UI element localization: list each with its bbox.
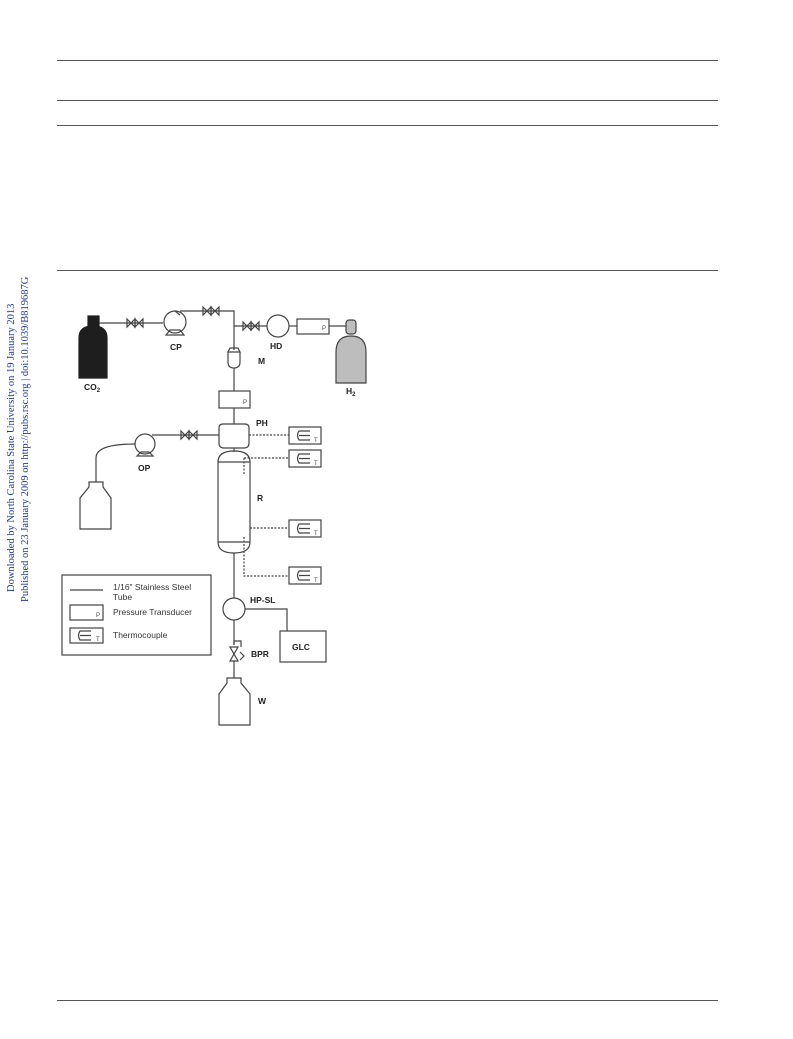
figure-top-rule [57,270,718,271]
mixer-m [227,347,241,369]
legend-thermocouple-label: Thermocouple [113,630,168,640]
valve-op [180,429,198,441]
hd-label: HD [270,341,282,351]
valve-cp [202,305,220,317]
valve-h2 [242,320,260,332]
waste-bottle [218,677,251,726]
solvent-reservoir [79,481,112,530]
co2-cylinder [78,315,108,379]
reactor-r [217,450,251,554]
m-label: M [258,356,265,366]
thermocouple-bottom-letter: T [314,578,318,584]
op-label: OP [138,463,151,473]
hd-valve [266,314,290,338]
w-label: W [258,696,267,706]
h2-label: H2 [346,386,356,398]
h2-transducer-letter: P [322,326,326,332]
thermocouple-middle [288,519,322,538]
main-transducer-letter: P [243,400,247,406]
top-rule-3 [57,125,718,126]
thermocouple-lines [243,434,289,577]
legend-box [61,574,212,656]
glc-label: GLC [292,642,310,652]
top-rule-1 [57,60,718,61]
hp-sl-label: HP-SL [250,595,276,605]
bpr-valve [228,640,245,662]
thermocouple-ph [288,426,322,445]
bpr-label: BPR [251,649,269,659]
hp-sampling-loop [222,597,246,621]
thermocouple-bottom [288,566,322,585]
legend-transducer-letter: P [96,613,100,619]
legend-thermocouple-swatch [69,627,104,644]
cp-label: CP [170,342,182,352]
glc-box [279,630,327,663]
preheater-ph [218,423,250,449]
valve-co2 [126,317,144,329]
co2-label: CO2 [84,382,101,394]
tube-hpsl-to-glc [245,608,288,631]
h2-cylinder [335,319,367,384]
thermocouple-ph-letter: T [314,438,318,444]
thermocouple-top-letter: T [314,461,318,467]
legend-thermocouple-letter: T [96,637,100,643]
legend-transducer-label: Pressure Transducer [113,607,192,617]
op-pump [134,433,156,457]
bottom-rule [57,1000,718,1001]
legend-tube-label-1: 1/16" Stainless Steel [113,582,191,592]
tube-cp-to-main [180,310,235,350]
ph-label: PH [256,418,268,428]
cp-pump [163,310,187,336]
legend-transducer-swatch [69,604,104,621]
r-label: R [257,493,263,503]
thermocouple-middle-letter: T [314,531,318,537]
legend-tube-label-2: Tube [113,592,132,602]
top-rule-2 [57,100,718,101]
tube-reservoir-to-op [95,443,136,482]
thermocouple-top [288,449,322,468]
